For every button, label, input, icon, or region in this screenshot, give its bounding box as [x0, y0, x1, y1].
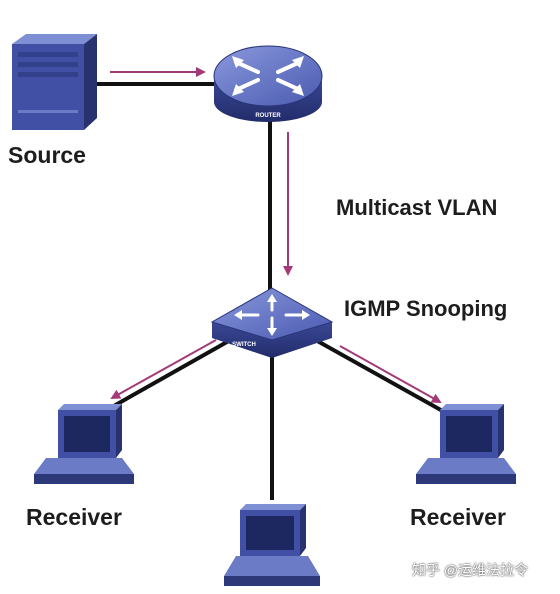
computer-icon [224, 504, 320, 586]
computer-icon [34, 404, 134, 484]
flow-arrow-switch-to-receiver-right [339, 345, 442, 403]
network-links [95, 82, 449, 500]
router-badge: ROUTER [255, 113, 281, 119]
switch-badge: SWITCH [232, 342, 256, 348]
source-label: Source [8, 142, 86, 168]
receiver-right-label: Receiver [410, 504, 506, 530]
multicast-vlan-label: Multicast VLAN [336, 195, 498, 220]
igmp-snooping-label: IGMP Snooping [344, 296, 508, 321]
watermark-text: 知乎 @运维法拉令 [412, 562, 529, 578]
computer-icon [416, 404, 516, 484]
receiver-left-label: Receiver [26, 504, 122, 530]
link-switch-receiver-right [311, 336, 449, 416]
flow-arrow-switch-to-receiver-left [110, 339, 217, 399]
multicast-flow-arrows [110, 67, 442, 403]
router-icon: ROUTER [213, 45, 323, 122]
server-icon [12, 34, 97, 130]
link-switch-receiver-left [95, 336, 235, 418]
switch-icon: SWITCH [210, 287, 334, 358]
